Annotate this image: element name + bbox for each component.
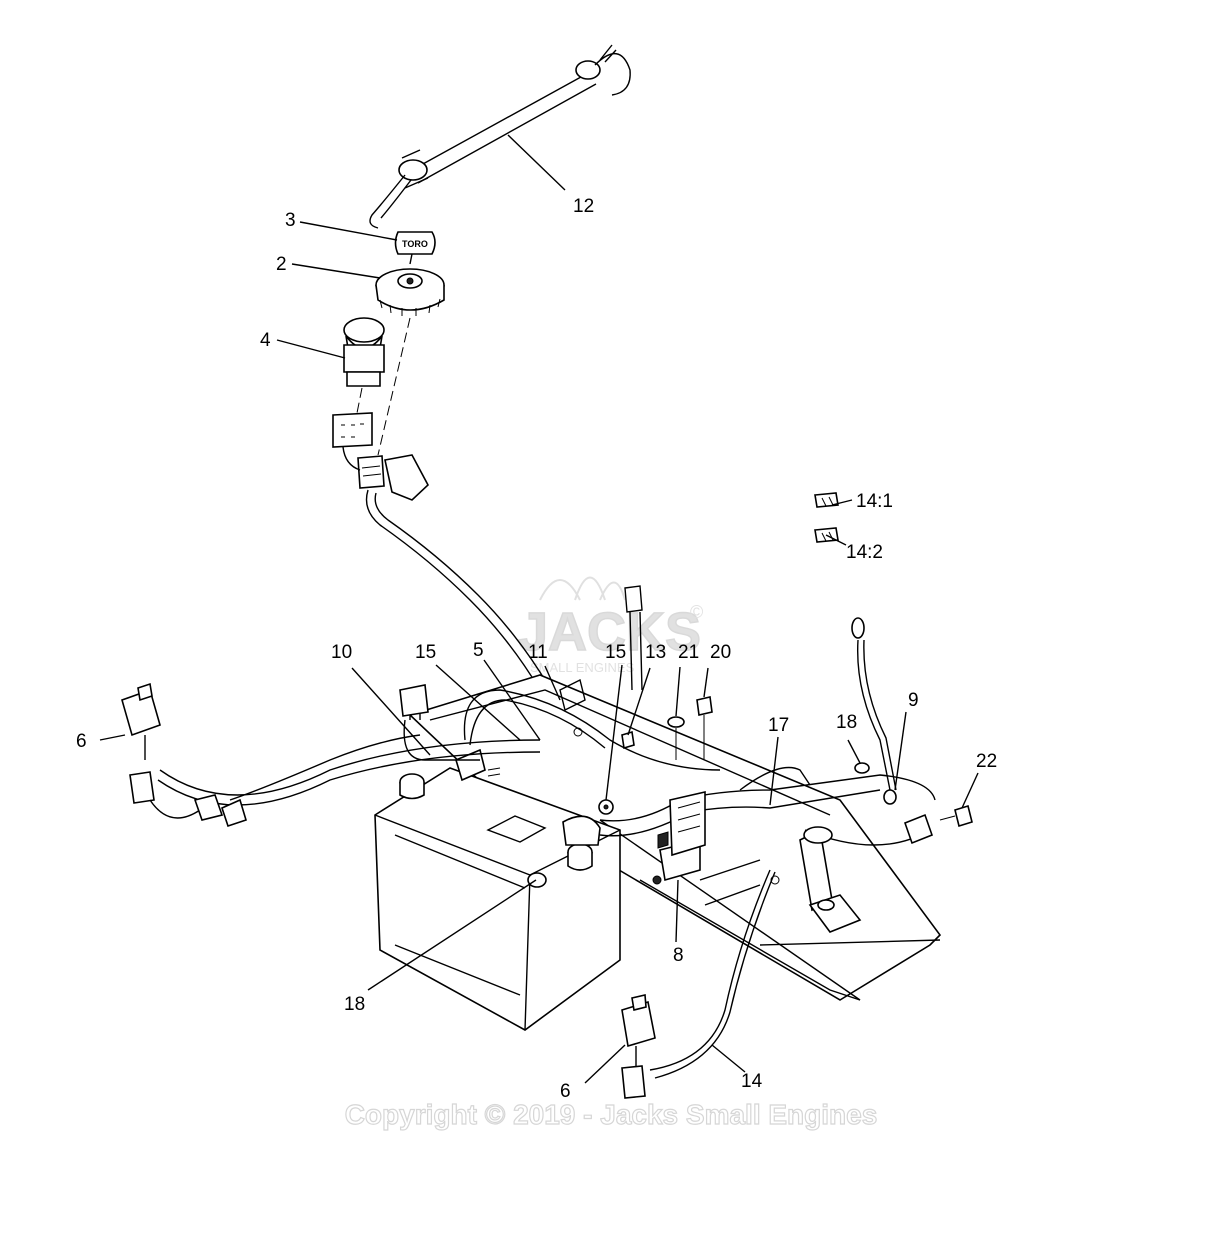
callout-17: 17 [768, 715, 789, 736]
callout-14: 14 [741, 1071, 763, 1092]
part-15-clip [598, 799, 614, 815]
callout-2: 2 [276, 254, 287, 275]
callout-18-bottom: 18 [344, 994, 365, 1015]
part-4-pto-switch [343, 317, 385, 387]
part-2-ignition-switch [375, 268, 445, 316]
callout-18-right: 18 [836, 712, 857, 733]
callout-15-left: 15 [415, 642, 436, 663]
callout-8: 8 [673, 945, 684, 966]
callout-12: 12 [573, 196, 594, 217]
callout-22: 22 [976, 751, 997, 772]
part-9-ground-cable [851, 617, 934, 845]
battery [374, 748, 621, 1031]
part-22-bolt [939, 804, 973, 828]
callout-13: 13 [645, 642, 666, 663]
part-17-bracket [799, 826, 862, 933]
leader-lines [99, 134, 979, 1084]
callout-3: 3 [285, 210, 296, 231]
callout-11: 11 [528, 642, 548, 663]
part-12-rod [369, 44, 631, 229]
callout-10: 10 [331, 642, 352, 663]
main-harness [157, 639, 936, 1079]
part-18-nut-right [854, 762, 870, 774]
callout-labels: 12 3 2 4 14:1 14:2 10 15 5 11 15 13 21 2… [76, 196, 997, 1102]
part-3-key: TORO [394, 231, 436, 265]
watermark-logo-mark: © [690, 602, 703, 622]
callout-20: 20 [710, 642, 731, 663]
callout-21: 21 [678, 642, 699, 663]
part-20-bolt [696, 696, 713, 760]
switch-connectors [332, 412, 549, 691]
callout-6-bottom: 6 [560, 1081, 571, 1102]
callout-6-left: 6 [76, 731, 87, 752]
key-label: TORO [402, 239, 428, 249]
watermark-logo-sub: SMALL ENGINES [530, 660, 635, 675]
callout-9: 9 [908, 690, 919, 711]
part-6-relay-bottom [621, 994, 656, 1099]
callout-15-center: 15 [605, 642, 626, 663]
watermark-logo-text: JACKS [518, 602, 701, 662]
callout-14-1: 14:1 [856, 491, 893, 512]
part-6-relay-left [121, 682, 247, 828]
watermark-logo: JACKS SMALL ENGINES © [517, 576, 703, 675]
part-21-nut [667, 716, 685, 760]
callout-4: 4 [260, 330, 271, 351]
callout-5: 5 [473, 640, 484, 661]
callout-14-2: 14:2 [846, 542, 883, 563]
part-8-solenoid [652, 790, 706, 885]
copyright-watermark: Copyright © 2019 - Jacks Small Engines [345, 1099, 878, 1130]
part-18-nut-battery [527, 872, 547, 888]
